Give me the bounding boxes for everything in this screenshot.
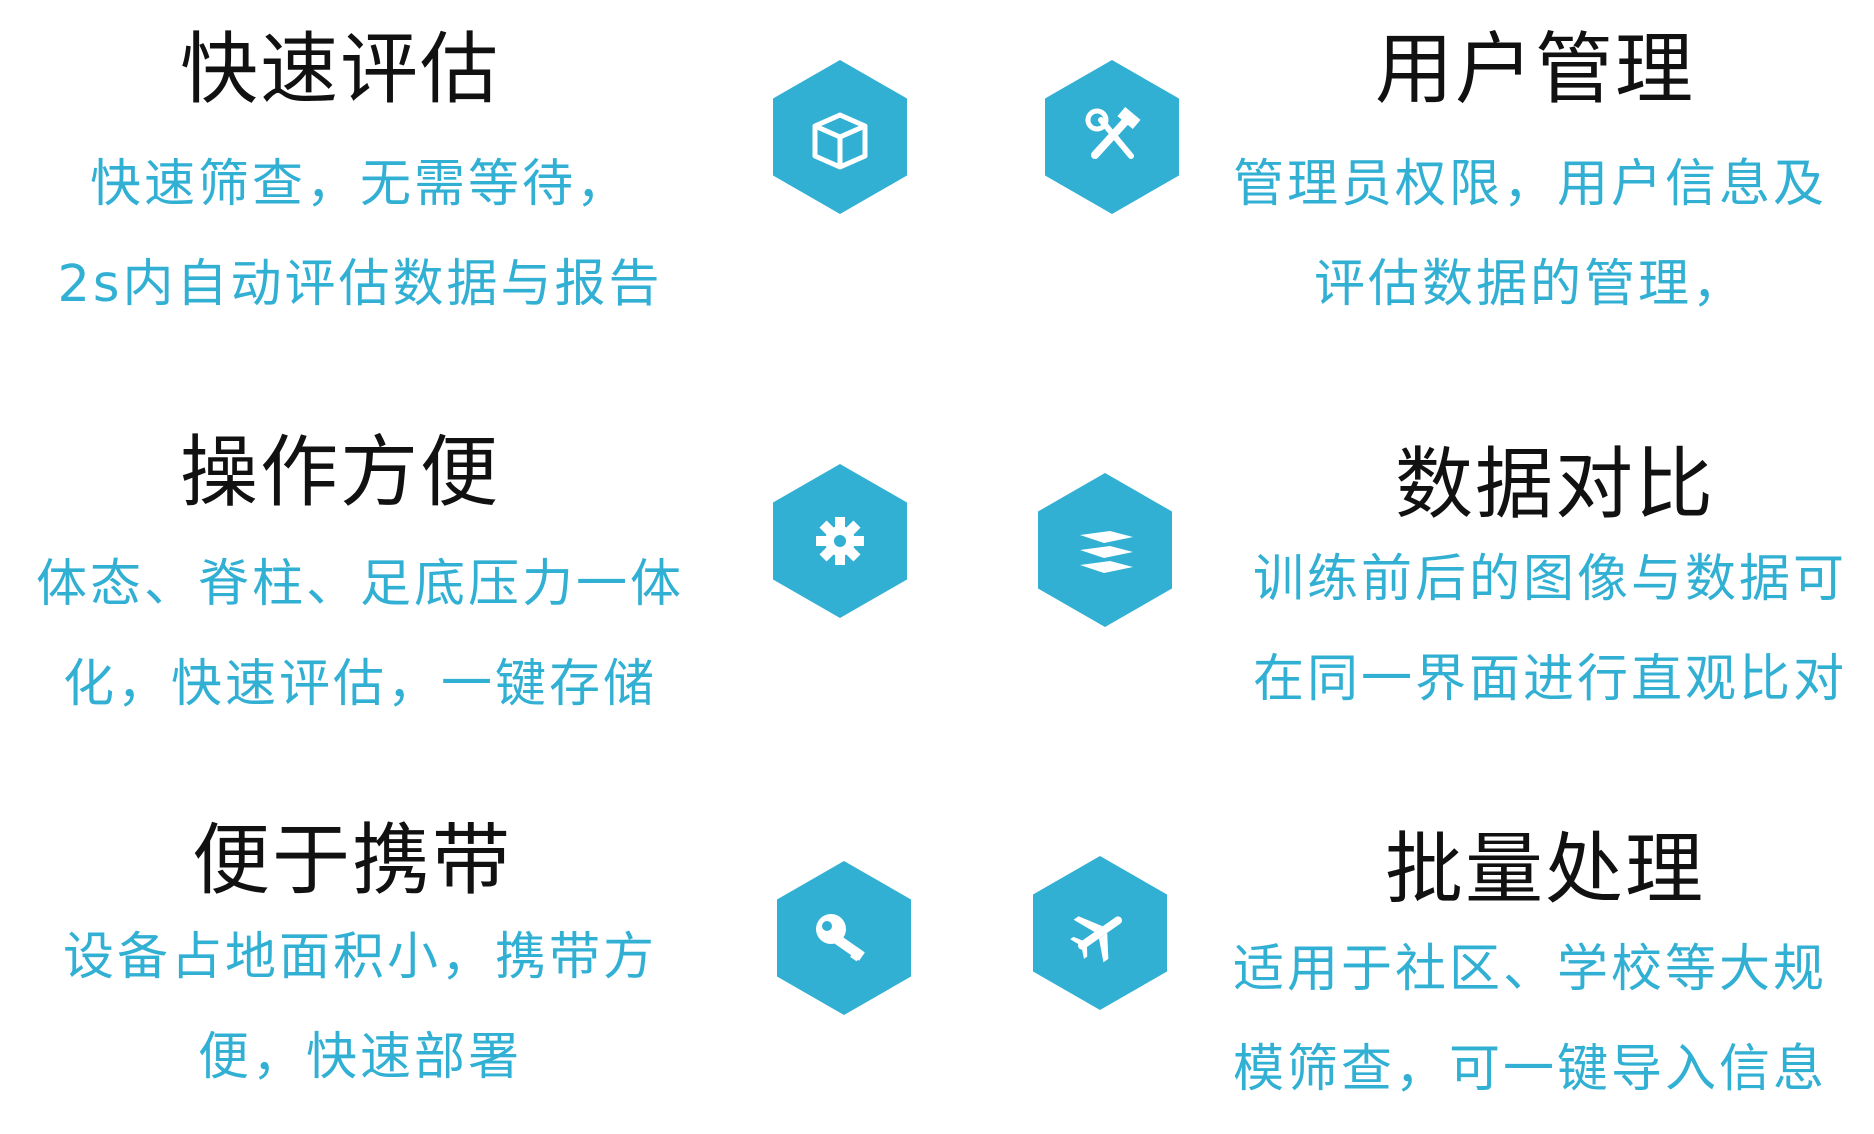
feature-desc-user-management: 管理员权限，用户信息及 评估数据的管理， (1210, 135, 1850, 335)
feature-desc-line: 快速筛查，无需等待， (89, 155, 630, 214)
feature-desc-line: 设备占地面积小，携带方 (62, 928, 657, 987)
feature-title-easy-operation: 操作方便 (180, 428, 501, 518)
airplane-icon (1033, 856, 1167, 1010)
feature-desc-line: 便，快速部署 (197, 1028, 522, 1087)
feature-desc-line: 化，快速评估，一键存储 (62, 655, 657, 714)
key-icon (777, 861, 911, 1015)
feature-title-portable: 便于携带 (192, 816, 513, 906)
feature-desc-portable: 设备占地面积小，携带方 便，快速部署 (40, 908, 680, 1108)
feature-desc-quick-evaluation: 快速筛查，无需等待， 2s内自动评估数据与报告 (40, 135, 680, 335)
feature-desc-line: 适用于社区、学校等大规 (1232, 940, 1827, 999)
feature-desc-line: 训练前后的图像与数据可 (1252, 550, 1847, 609)
feature-desc-line: 在同一界面进行直观比对 (1252, 650, 1847, 709)
feature-desc-line: 管理员权限，用户信息及 (1232, 155, 1827, 214)
feature-title-batch-processing: 批量处理 (1385, 825, 1706, 915)
tools-icon (1045, 60, 1179, 214)
feature-desc-batch-processing: 适用于社区、学校等大规 模筛查，可一键导入信息 (1210, 920, 1850, 1120)
feature-desc-line: 体态、脊柱、足底压力一体 (35, 555, 684, 614)
feature-title-user-management: 用户管理 (1375, 25, 1696, 115)
feature-desc-data-comparison: 训练前后的图像与数据可 在同一界面进行直观比对 (1230, 530, 1870, 730)
gear-icon (773, 464, 907, 618)
feature-desc-line: 2s内自动评估数据与报告 (57, 255, 663, 314)
layers-icon (1038, 473, 1172, 627)
cube-icon (773, 60, 907, 214)
feature-desc-line: 模筛查，可一键导入信息 (1232, 1040, 1827, 1099)
feature-title-quick-evaluation: 快速评估 (180, 25, 501, 115)
feature-desc-easy-operation: 体态、脊柱、足底压力一体 化，快速评估，一键存储 (20, 535, 700, 735)
feature-desc-line: 评估数据的管理， (1313, 255, 1746, 314)
feature-title-data-comparison: 数据对比 (1395, 440, 1716, 530)
